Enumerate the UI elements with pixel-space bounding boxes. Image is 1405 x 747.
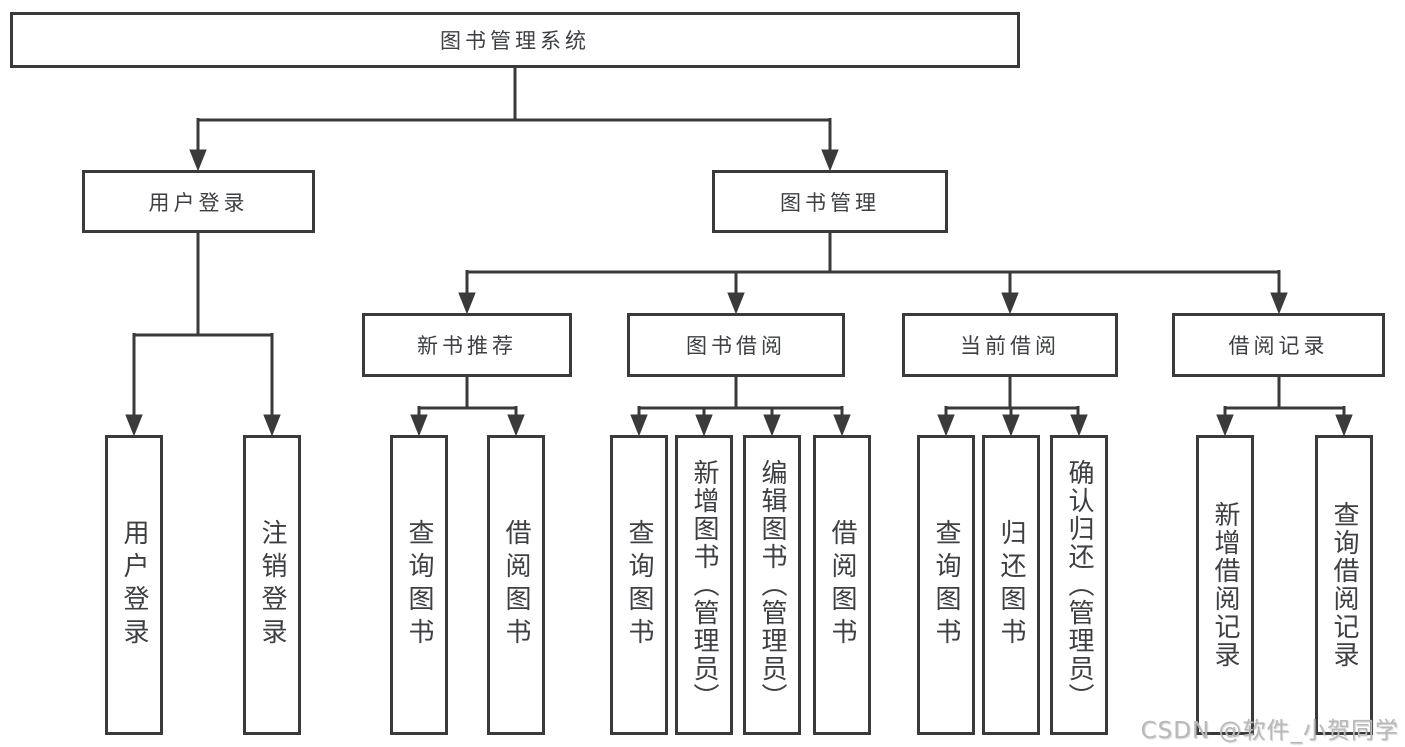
arrowhead [727,292,745,315]
leaf-add-borrow-record: 新增借阅记录 [1196,435,1254,735]
leaf-logout: 注销登录 [243,435,301,735]
leaf-query-borrow-record: 查询借阅记录 [1315,435,1373,735]
node-current-borrowing: 当前借阅 [902,313,1118,377]
arrowhead [189,149,207,172]
leaf-borrow-books-recommend: 借阅图书 [487,435,545,735]
arrowhead [1335,414,1353,437]
arrowhead [1070,414,1088,437]
leaf-query-books-recommend: 查询图书 [390,435,448,735]
node-new-book-recommend: 新书推荐 [362,313,572,377]
leaf-user-login: 用户登录 [105,435,163,735]
arrowhead [1002,414,1020,437]
arrowhead [763,414,781,437]
node-borrow-records: 借阅记录 [1172,313,1385,377]
node-root-library-system: 图书管理系统 [10,12,1020,68]
arrowhead [937,414,955,437]
watermark: CSDN @软件_小贺同学 [1140,718,1399,744]
node-user-login: 用户登录 [82,170,315,233]
arrowhead [125,414,143,437]
arrowhead [833,414,851,437]
arrowhead [695,414,713,437]
node-book-management: 图书管理 [712,170,948,233]
arrowhead [1270,292,1288,315]
leaf-return-books: 归还图书 [982,435,1040,735]
node-book-borrowing: 图书借阅 [627,313,845,377]
arrowhead [263,414,281,437]
tree-edges [132,66,1346,417]
arrowhead [458,292,476,315]
leaf-add-book-admin: 新增图书（管理员） [675,435,733,735]
leaf-query-books-borrow: 查询图书 [610,435,668,735]
leaf-query-books-current: 查询图书 [917,435,975,735]
arrowhead [1216,414,1234,437]
leaf-borrow-books-borrow: 借阅图书 [813,435,871,735]
arrowhead [1001,292,1019,315]
arrowhead [410,414,428,437]
arrowhead [630,414,648,437]
leaf-edit-book-admin: 编辑图书（管理员） [743,435,801,735]
arrowhead [507,414,525,437]
leaf-confirm-return-admin: 确认归还（管理员） [1050,435,1108,735]
arrowhead [821,149,839,172]
